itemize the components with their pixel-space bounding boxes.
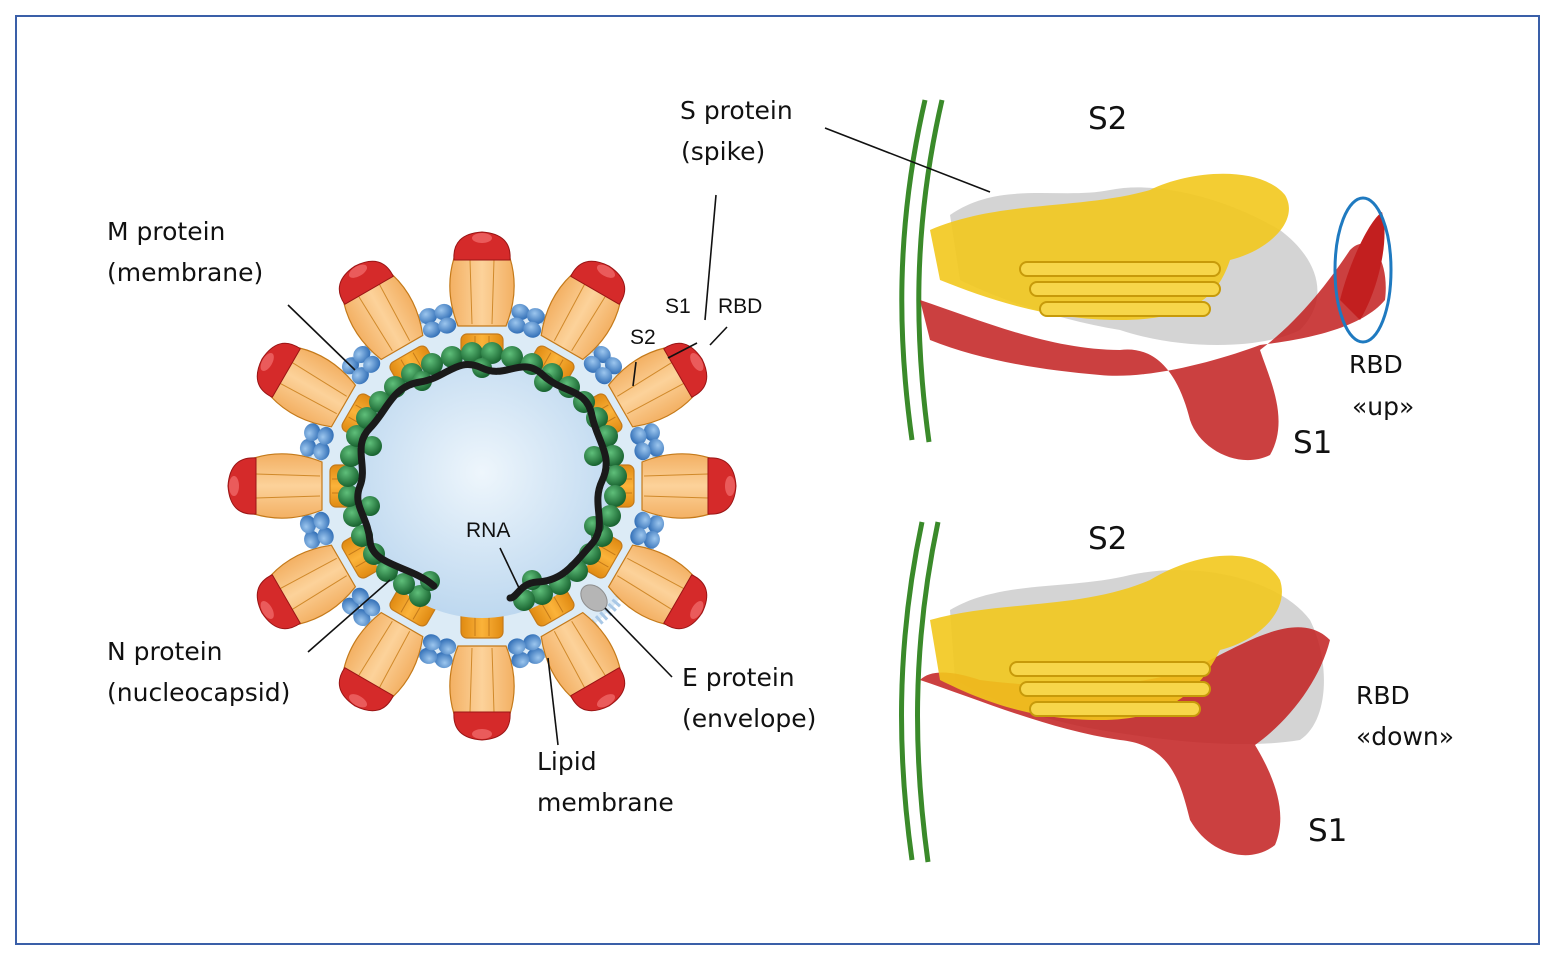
red-chain-top (920, 243, 1386, 461)
membrane-line-top-1 (899, 99, 928, 441)
yellow-chain-bottom (930, 555, 1282, 720)
membrane-line-bottom-2 (915, 521, 941, 863)
virion-core (350, 354, 614, 618)
rbd-down-sublabel: «down» (1356, 722, 1455, 751)
m-protein-label: M protein (107, 217, 226, 246)
membrane-line-bottom-1 (899, 521, 925, 861)
rbd-up-loop (1340, 212, 1385, 320)
spike-structure-down (899, 521, 1330, 863)
left-leader-lines (287, 194, 728, 746)
top-s1-label: S1 (1293, 425, 1333, 461)
bottom-s1-label: S1 (1308, 813, 1348, 849)
top-s2-label: S2 (1088, 101, 1128, 137)
rna-strand (354, 360, 610, 602)
lipid-membrane-label: Lipid (537, 747, 597, 776)
m-protein-sublabel: (membrane) (107, 258, 264, 287)
s-protein-sublabel: (spike) (681, 137, 766, 166)
spike-structure-up (824, 99, 1393, 461)
rna-label: RNA (466, 519, 511, 542)
rbd-up-sublabel: «up» (1352, 392, 1415, 421)
s2-small-label: S2 (630, 326, 656, 349)
rbd-down-label: RBD (1356, 681, 1410, 710)
rbd-small-label: RBD (718, 295, 763, 318)
helix-bundle-top (1019, 261, 1221, 317)
rbd-up-label: RBD (1349, 350, 1403, 379)
membrane-line-top-2 (916, 99, 945, 443)
e-protein-label: E protein (682, 663, 795, 692)
helix-bundle-bottom (1009, 661, 1211, 717)
e-protein-sublabel: (envelope) (682, 704, 817, 733)
lipid-membrane-sublabel: membrane (537, 788, 674, 817)
s-protein-leader-line (824, 127, 991, 193)
s-protein-label: S protein (680, 96, 793, 125)
n-protein-sublabel: (nucleocapsid) (107, 678, 291, 707)
virion-illustration (227, 231, 737, 741)
s1-small-label: S1 (665, 295, 691, 318)
bottom-s2-label: S2 (1088, 521, 1128, 557)
rbd-up-circle (1333, 196, 1393, 344)
n-protein-label: N protein (107, 637, 223, 666)
